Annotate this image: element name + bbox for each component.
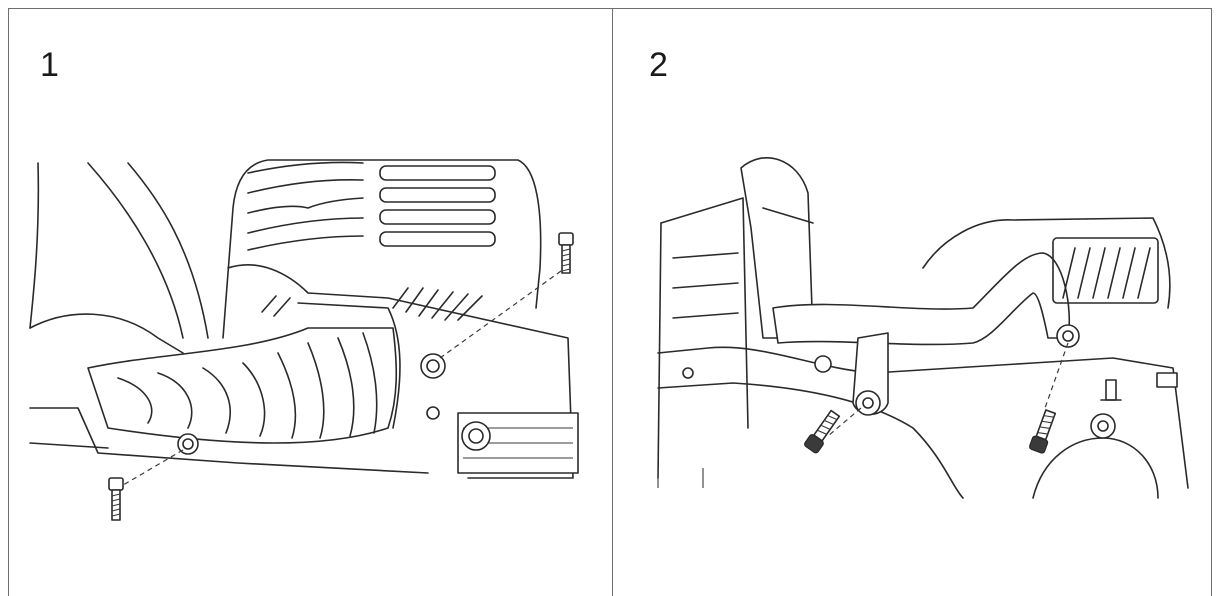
- engine-block-edge: [657, 222, 662, 479]
- manifold-body: [227, 264, 574, 479]
- edge-ticks: [657, 468, 704, 488]
- gear-cutout: [1032, 437, 1159, 499]
- bracket-hole: [855, 390, 881, 416]
- bolt-hole-upper: [420, 353, 446, 379]
- housing-edge: [127, 162, 209, 339]
- heat-shield: [87, 327, 398, 444]
- alignment-line-left: [827, 407, 862, 437]
- vent-grille: [261, 287, 483, 321]
- illustration-step-1: [29, 159, 579, 521]
- right-cover: [922, 217, 1171, 309]
- fastener-icon: [1029, 409, 1057, 454]
- illustration-step-2: [657, 157, 1189, 499]
- panel-divider: [612, 8, 613, 596]
- bolt-hole-lower: [177, 433, 199, 455]
- engine-block: [660, 197, 749, 429]
- lower-rail: [29, 407, 429, 474]
- step-number: 1: [40, 46, 59, 84]
- top-cover: [222, 159, 542, 339]
- fastener-icon: [804, 409, 841, 454]
- lower-rail: [29, 442, 109, 449]
- alignment-line-lower: [117, 449, 184, 489]
- housing-edge: [87, 162, 184, 339]
- small-fastener: [426, 406, 440, 420]
- housing-edge: [29, 162, 40, 329]
- base-plate: [657, 346, 1189, 489]
- mount-hole: [1090, 413, 1116, 439]
- panel-step-2: 2: [613, 8, 1212, 596]
- support-bracket: [772, 252, 1071, 346]
- housing-edge: [29, 313, 184, 354]
- block-fins: [672, 252, 739, 319]
- alignment-line-right: [1044, 342, 1069, 409]
- bracket-hole: [1056, 324, 1080, 348]
- cover-grille: [1052, 237, 1159, 304]
- heat-shield-ribs: [117, 332, 378, 439]
- tube-band: [762, 207, 814, 224]
- bolt-icon: [558, 232, 574, 274]
- base-plate-inner: [657, 382, 964, 499]
- step-number: 2: [649, 46, 668, 84]
- alignment-line-upper: [439, 265, 569, 359]
- panel-step-1: 1: [8, 8, 612, 596]
- vent-slots: [247, 161, 496, 251]
- fitting: [1100, 372, 1178, 401]
- pipe-bolt: [461, 421, 491, 451]
- small-fastener: [814, 355, 832, 373]
- heat-shield-flange: [297, 302, 401, 429]
- bolt-icon: [108, 477, 124, 521]
- diagram-frame: [8, 8, 1212, 596]
